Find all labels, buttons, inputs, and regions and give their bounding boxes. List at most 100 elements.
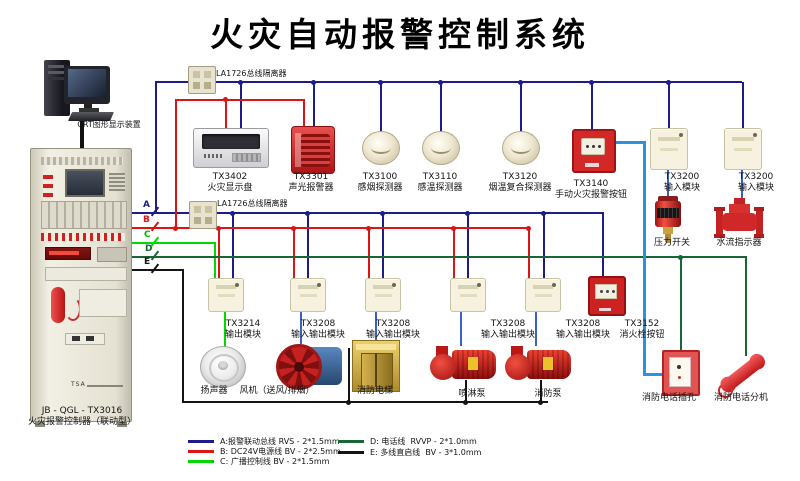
- wire-a-drop-manual: [591, 82, 593, 130]
- junction-dot: [538, 400, 543, 405]
- legend-swatch-c: [188, 460, 214, 463]
- wire-b-riser: [175, 99, 177, 229]
- module-led: [552, 283, 556, 287]
- fan: [276, 344, 344, 390]
- speaker-dome: [218, 361, 228, 370]
- fan-wheel: [276, 344, 322, 390]
- fire-phone-jack: [662, 350, 700, 396]
- cabinet-indicator-row: [41, 233, 125, 241]
- junction-dot: [216, 226, 221, 231]
- wire-out-pressure: [667, 168, 669, 196]
- wire-d-bus: [130, 256, 747, 258]
- speaker: [200, 346, 246, 388]
- junction-dot: [451, 226, 456, 231]
- cabinet-switch-row: [65, 333, 105, 345]
- phone-cord: [718, 383, 733, 398]
- hydrant-button: [588, 276, 626, 316]
- bus-isolator-mid: [189, 201, 217, 229]
- wire-tag-b: B: [143, 215, 150, 225]
- fire-phone-extension: [712, 350, 770, 398]
- wire-a-drop-sounder: [313, 82, 315, 126]
- manual-panel: [581, 138, 605, 155]
- junction-dot: [438, 80, 443, 85]
- computer-monitor: [64, 66, 110, 104]
- combo-detector: [502, 131, 540, 165]
- cabinet-panel-row: [45, 267, 127, 281]
- cabinet-brand: TSA: [71, 381, 86, 388]
- phone-jack-led: [678, 376, 681, 379]
- legend-text-b: B: DC24V电源线 BV - 2*2.5mm: [220, 447, 341, 456]
- page-title: 火灾自动报警控制系统: [210, 15, 590, 54]
- hydrant-panel: [595, 284, 617, 299]
- wire-c-speaker-out: [224, 310, 226, 348]
- junction-dot: [230, 211, 235, 216]
- pump-volute: [505, 354, 531, 380]
- io-module-3: [450, 278, 486, 312]
- bus-isolator-mid-label: LA1726总线隔离器: [217, 199, 288, 208]
- manual-bar: [585, 163, 599, 167]
- wire-b-stub-m1: [218, 227, 220, 278]
- wire-crt-link: [80, 118, 84, 150]
- manual-call-point: [572, 129, 616, 173]
- speaker-ring: [209, 354, 239, 382]
- wire-a-drop-input1: [668, 82, 670, 128]
- wire-out-flow: [741, 168, 743, 198]
- pressure-tip: [665, 234, 671, 243]
- hydrant-bar: [599, 308, 611, 311]
- speaker-label: 扬声器: [200, 386, 228, 396]
- wire-a-drop-heat: [440, 82, 442, 132]
- module-led: [753, 133, 757, 137]
- fan-hub: [294, 362, 304, 372]
- cabinet-screen: [65, 169, 105, 197]
- junction-dot: [666, 80, 671, 85]
- crt-label: CRT图形显示装置: [77, 120, 141, 129]
- junction-dot: [173, 226, 178, 231]
- cabinet-phone-panel: [79, 289, 127, 317]
- junction-dot: [305, 211, 310, 216]
- wire-a-stub-m1: [232, 212, 234, 278]
- junction-dot: [291, 226, 296, 231]
- junction-dot: [311, 80, 316, 85]
- junction-dot: [346, 400, 351, 405]
- cabinet-keypad-2: [97, 247, 127, 262]
- cabinet-handset: [51, 287, 65, 323]
- cabinet-brand-line: [87, 385, 123, 387]
- fire-pump-label: 消防泵: [534, 389, 562, 399]
- elevator-top: [356, 344, 396, 350]
- hydrant-dots: [600, 290, 603, 293]
- detector-slot: [371, 142, 391, 154]
- heat-detector: [422, 131, 460, 165]
- wire-tag-e: E: [144, 257, 151, 267]
- io-module-2: [365, 278, 401, 312]
- wire-b-mid-bus: [130, 227, 530, 229]
- sounder-grille: [301, 134, 330, 167]
- junction-dot: [238, 80, 243, 85]
- wire-out-fan: [300, 310, 302, 344]
- elevator-door: [361, 353, 393, 389]
- wire-out-elevator: [375, 310, 377, 340]
- display-leds: [204, 154, 224, 158]
- legend-text-c: C: 广播控制线 BV - 2*1.5mm: [220, 457, 330, 466]
- output-module: [208, 278, 244, 312]
- io-module-1: [290, 278, 326, 312]
- fire-phone-extension-label: 消防电话分机: [713, 393, 768, 403]
- input-module-1: [650, 128, 688, 170]
- spray-pump-label: 喷淋泵: [458, 389, 486, 399]
- wire-e-up-fire: [540, 380, 542, 401]
- module-led: [392, 283, 396, 287]
- junction-dot: [223, 97, 228, 102]
- cabinet-vent-strip: [41, 157, 123, 165]
- wire-tag-d: D: [145, 244, 153, 254]
- bus-isolator-top-label: LA1726总线隔离器: [216, 69, 287, 78]
- cabinet-foot: [35, 421, 45, 427]
- io-module-4: [525, 278, 561, 312]
- wire-d-drop-ext: [745, 256, 747, 356]
